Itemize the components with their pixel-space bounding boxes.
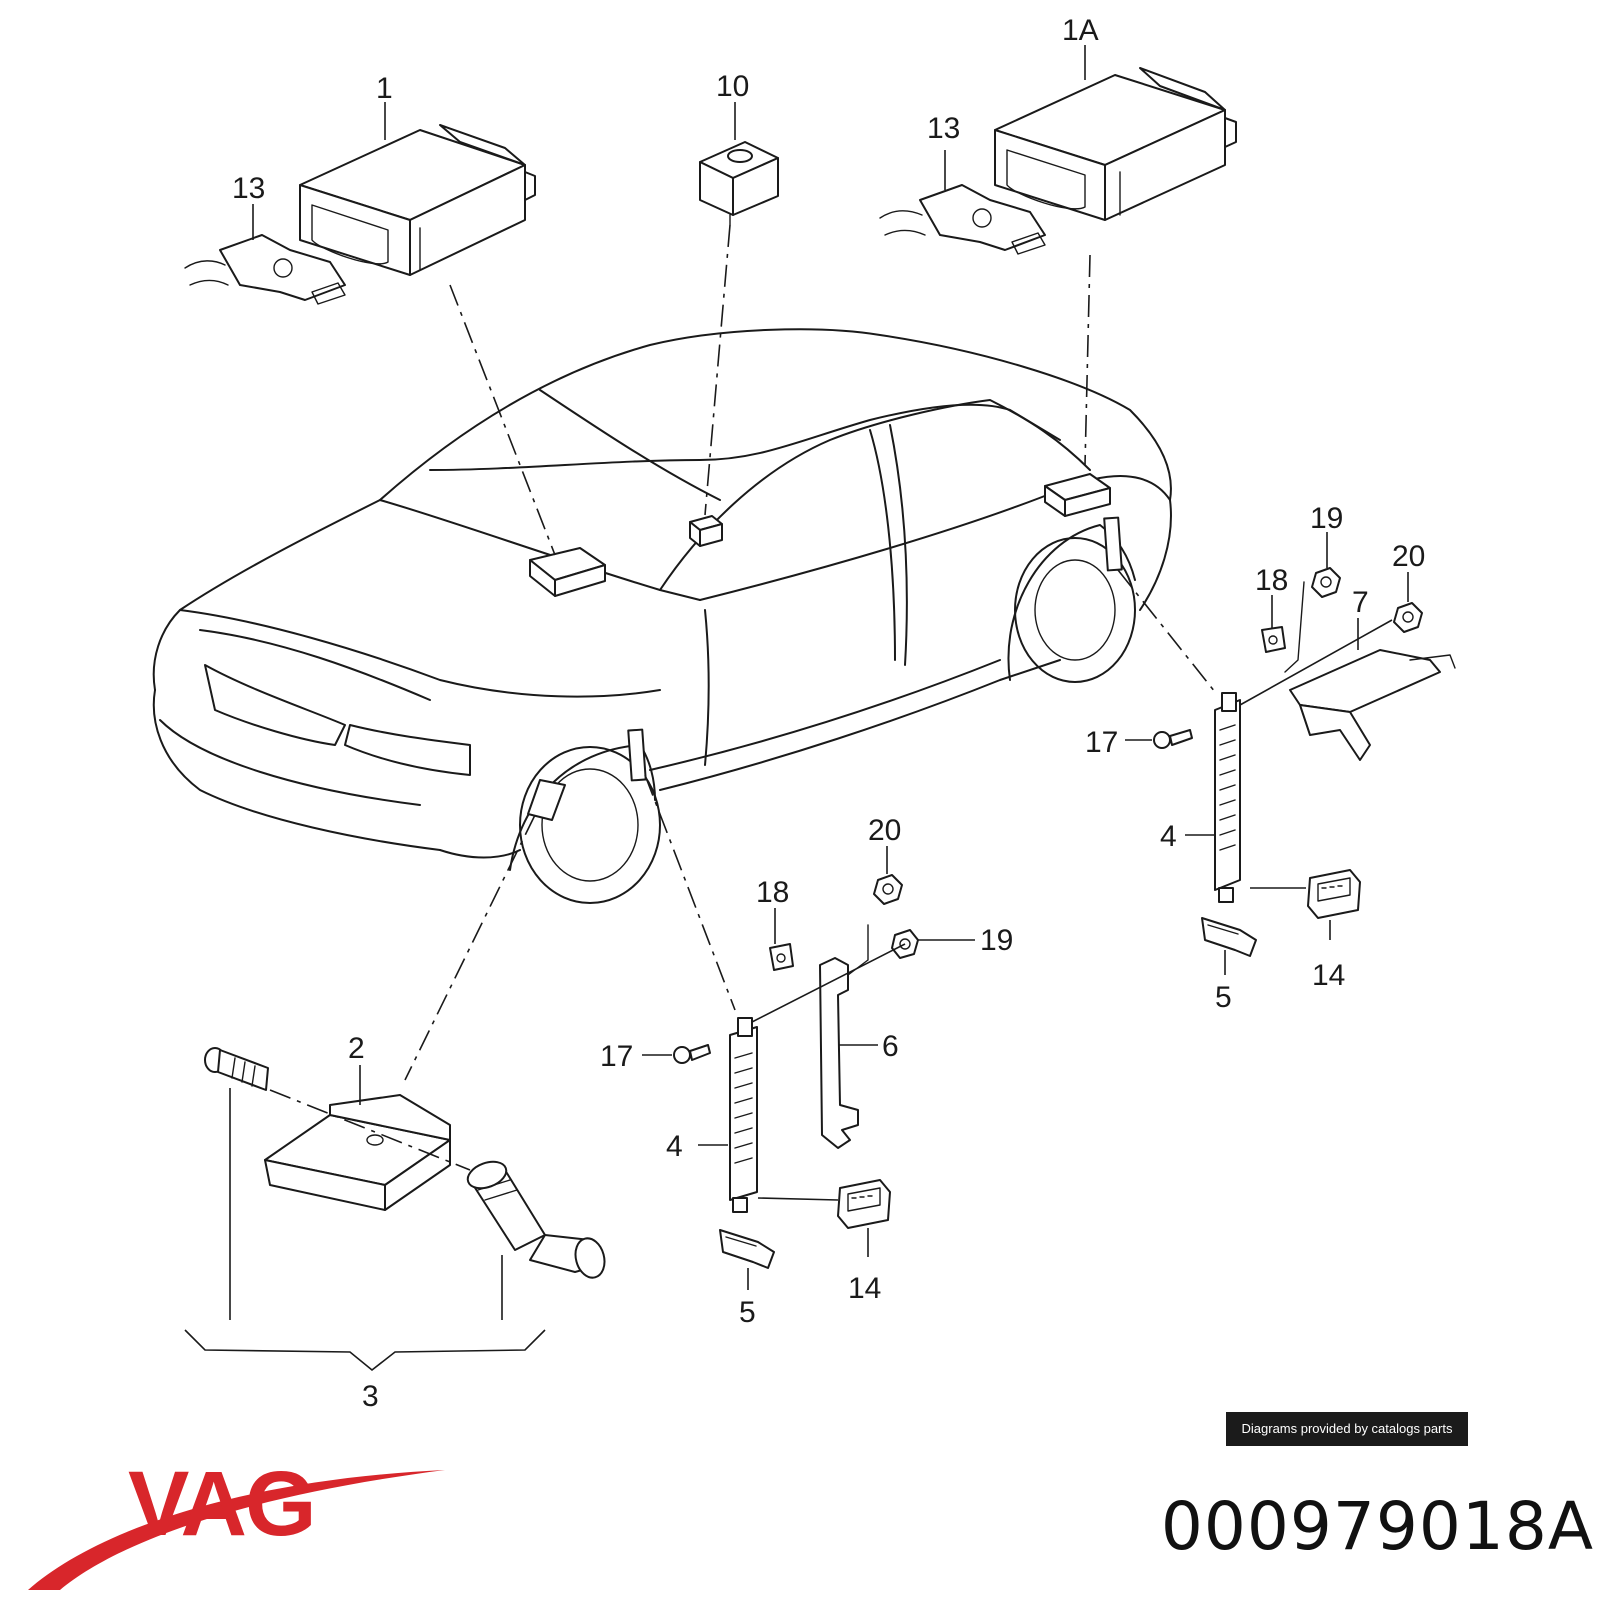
callout-6: 6: [882, 1030, 899, 1063]
car-outline: [152, 328, 1172, 904]
bracket-13-left: [184, 234, 346, 305]
control-unit-1: [299, 124, 536, 276]
callout-numbers: 1 1A 10 13 13 19 18 20 7 17 4 14 5 20 18…: [232, 14, 1425, 1413]
callout-7: 7: [1352, 586, 1369, 619]
bracket-6: [819, 924, 869, 1149]
callout-18-right: 18: [1255, 564, 1288, 597]
antenna-4-center: [729, 1017, 758, 1213]
callout-4-right: 4: [1160, 820, 1177, 853]
assignment-lines: [269, 224, 1216, 1171]
callout-13-right: 13: [927, 112, 960, 145]
leader-lines: [252, 45, 1409, 1290]
sensor-2: [264, 1094, 451, 1211]
car-module-front: [529, 547, 606, 597]
callout-5-center: 5: [739, 1296, 756, 1329]
callout-4-center: 4: [666, 1130, 683, 1163]
screw-17-right: [1153, 729, 1193, 749]
car-antenna-front: [527, 728, 647, 821]
connector-14-right: [1307, 869, 1361, 919]
bracket-3-lines: [184, 1088, 546, 1372]
antenna-4-right: [1214, 692, 1241, 903]
clip-18-center: [769, 943, 794, 971]
car-module-center: [689, 515, 723, 547]
vag-logo: VAG: [28, 1453, 445, 1590]
callout-18-center: 18: [756, 876, 789, 909]
nut-19-right: [1284, 567, 1341, 673]
connector-14-center: [837, 1179, 891, 1229]
logo-swoosh: [28, 1470, 445, 1590]
callout-1: 1: [376, 72, 393, 105]
callout-3: 3: [362, 1380, 379, 1413]
clip-18-right: [1261, 626, 1286, 653]
bolt: [204, 1047, 269, 1091]
callout-5-right: 5: [1215, 981, 1232, 1014]
clip-5-center: [719, 1229, 775, 1269]
callout-13-left: 13: [232, 172, 265, 205]
screw-17-center: [673, 1044, 711, 1064]
callout-10: 10: [716, 70, 749, 103]
callout-1a: 1A: [1062, 14, 1099, 47]
callout-14-center: 14: [848, 1272, 881, 1305]
logo-wordmark: VAG: [128, 1453, 315, 1555]
clip-5-right: [1201, 917, 1257, 957]
diagram-credit: Diagrams provided by catalogs parts: [1226, 1412, 1468, 1446]
callout-20-right: 20: [1392, 540, 1425, 573]
car-module-rear: [1044, 473, 1111, 517]
control-unit-1a: [994, 67, 1237, 221]
callout-2: 2: [348, 1032, 365, 1065]
part-number: 000979018A: [1160, 1488, 1594, 1565]
callout-20-center: 20: [868, 814, 901, 847]
bracket-13-right: [879, 184, 1046, 255]
nut-20-right: [1393, 602, 1423, 633]
car-antenna-rear: [1103, 516, 1123, 572]
callout-19-center: 19: [980, 924, 1013, 957]
valve-stem: [466, 1160, 606, 1279]
callout-17-right: 17: [1085, 726, 1118, 759]
callout-19-right: 19: [1310, 502, 1343, 535]
nut-20-center: [873, 874, 903, 905]
callout-14-right: 14: [1312, 959, 1345, 992]
sensor-10: [699, 141, 779, 226]
callout-17-center: 17: [600, 1040, 633, 1073]
bracket-7: [1289, 649, 1456, 761]
